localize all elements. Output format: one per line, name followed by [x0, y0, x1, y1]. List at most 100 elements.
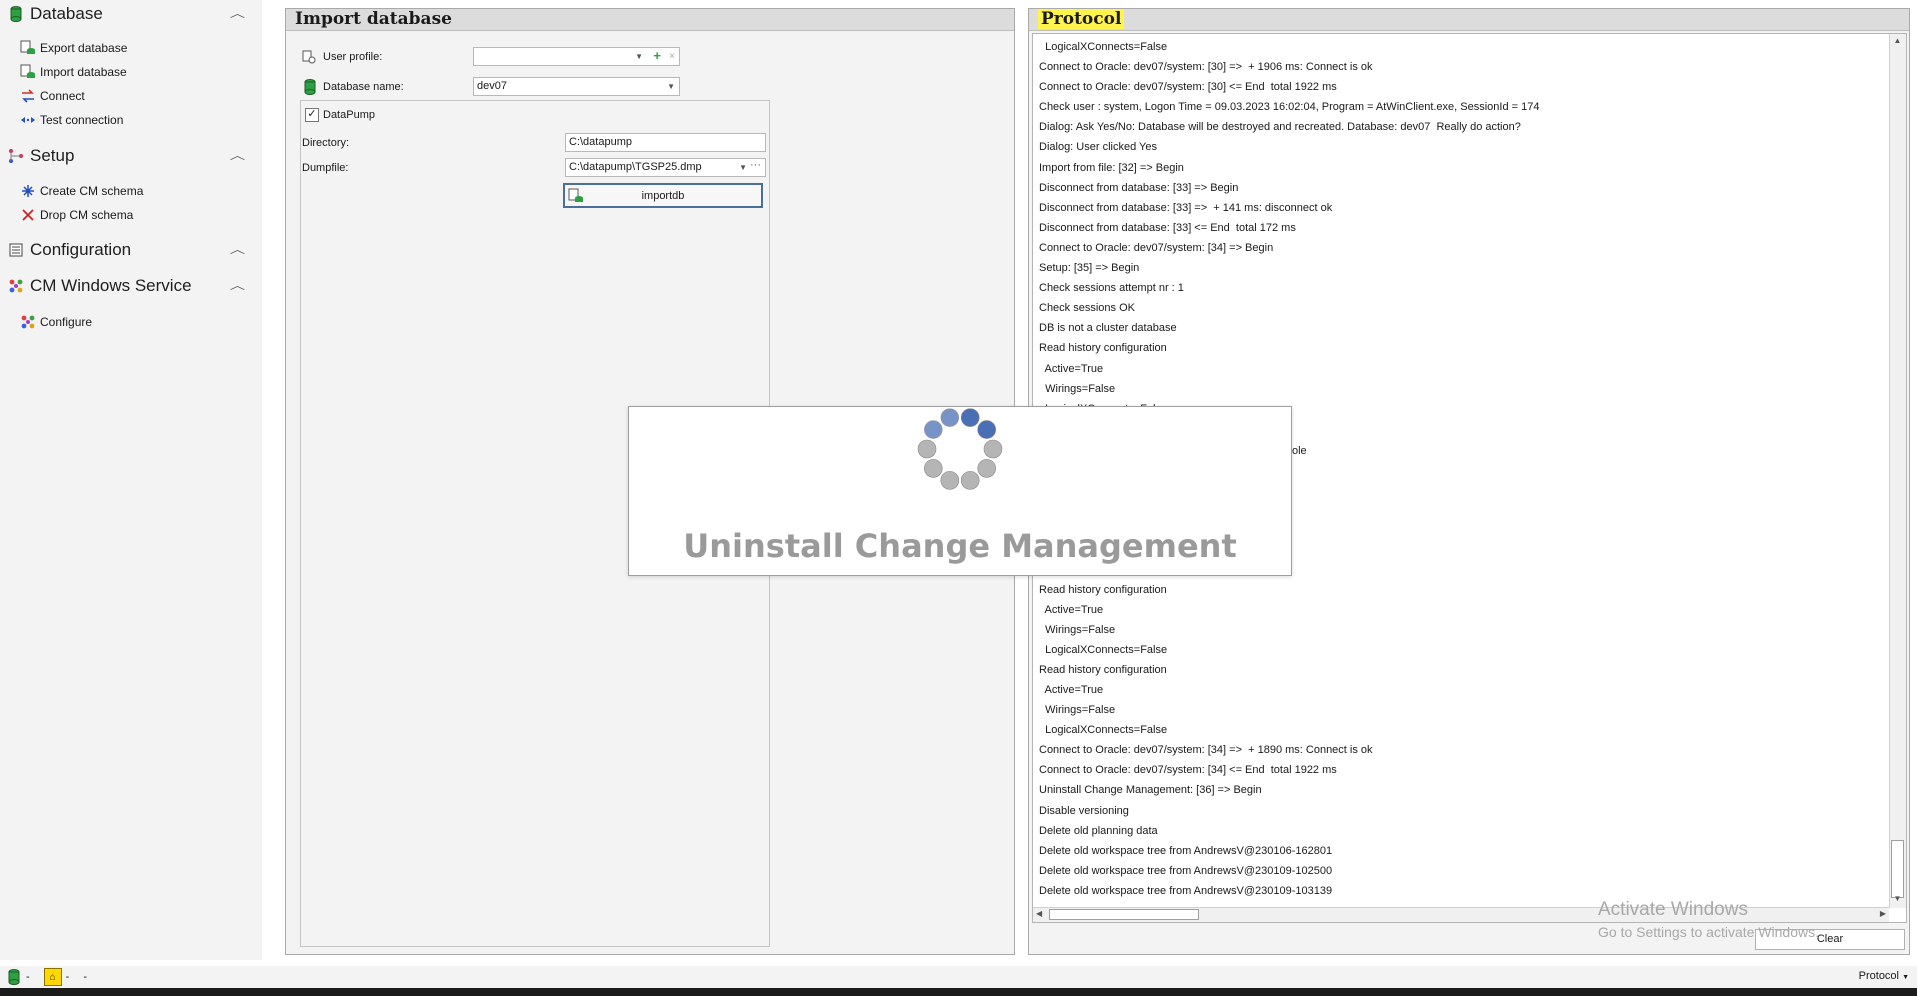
log-line: Uninstall Change Management: [36] => Beg…: [1039, 784, 1262, 797]
log-line: Connect to Oracle: dev07/system: [34] <=…: [1039, 764, 1337, 777]
log-line: Check sessions attempt nr : 1: [1039, 282, 1184, 295]
spinner-dot: [983, 439, 1003, 459]
export-database-icon: [20, 40, 36, 56]
horizontal-scroll-thumb[interactable]: [1049, 909, 1199, 920]
chevron-down-icon[interactable]: ▼: [739, 163, 747, 172]
log-line: Wirings=False: [1039, 704, 1116, 717]
sidebar-item-export-database[interactable]: Export database: [20, 39, 127, 57]
chevron-down-icon[interactable]: ▼: [635, 52, 643, 61]
log-line: Connect to Oracle: dev07/system: [34] =>…: [1039, 241, 1274, 254]
importdb-button[interactable]: importdb: [563, 183, 763, 208]
watermark-line1: Activate Windows: [1598, 899, 1748, 920]
sidebar-item-drop-cm-schema[interactable]: Drop CM schema: [20, 206, 133, 224]
lock-status-icon: ⌂: [43, 968, 62, 986]
log-line: LogicalXConnects=False: [1039, 643, 1168, 656]
horizontal-scrollbar[interactable]: ◀ ▶: [1033, 907, 1889, 922]
panel-title-import: Import database: [286, 9, 1014, 31]
sidebar-item-label: Create CM schema: [40, 184, 144, 198]
add-profile-icon[interactable]: +: [653, 48, 661, 63]
sidebar-item-label: Drop CM schema: [40, 208, 134, 222]
progress-title: Uninstall Change Management: [683, 527, 1237, 565]
clear-button[interactable]: Clear: [1755, 929, 1905, 950]
scroll-right-icon[interactable]: ▶: [1879, 909, 1886, 918]
database-icon: [302, 79, 318, 95]
log-line: Check user : system, Logon Time = 09.03.…: [1039, 101, 1540, 114]
spinner-dot: [924, 459, 943, 478]
sidebar-item-label: Export database: [40, 41, 128, 55]
database-name-label: Database name:: [323, 81, 404, 93]
group-configuration[interactable]: Configuration ︿: [8, 239, 253, 261]
scroll-left-icon[interactable]: ◀: [1036, 909, 1043, 918]
spinner-dot: [940, 471, 960, 490]
setup-icon: [8, 148, 24, 164]
log-line: Setup: [35] => Begin: [1039, 262, 1140, 275]
status-bar: - ⌂ - - Protocol ▼: [0, 966, 1917, 988]
group-database[interactable]: Database ︿: [8, 3, 253, 25]
user-profile-combo[interactable]: ▼ + ×: [473, 47, 680, 66]
scroll-down-icon[interactable]: ▼: [1893, 894, 1902, 903]
db-status-text: -: [26, 971, 30, 983]
log-line: Read history configuration: [1039, 663, 1167, 676]
lock-status-text: -: [65, 971, 70, 983]
connect-icon: [20, 88, 36, 104]
taskbar-edge: [0, 988, 1917, 996]
chevron-up-icon[interactable]: ︿: [229, 280, 246, 292]
user-profile-row: User profile:: [302, 47, 382, 67]
browse-ellipsis-icon[interactable]: ···: [750, 159, 761, 171]
watermark-line2: Go to Settings to activate Windows.: [1598, 924, 1819, 940]
remove-profile-icon[interactable]: ×: [669, 51, 675, 62]
sidebar-item-test-connection[interactable]: Test connection: [20, 111, 123, 129]
group-setup[interactable]: Setup ︿: [8, 145, 253, 167]
sidebar-item-label: Test connection: [40, 113, 124, 127]
log-line: DB is not a cluster database: [1039, 322, 1177, 335]
log-line: Read history configuration: [1039, 342, 1167, 355]
scroll-up-icon[interactable]: ▲: [1893, 36, 1902, 45]
extra-status-text: -: [83, 971, 88, 983]
datapump-checkbox[interactable]: ✓: [305, 108, 319, 122]
datapump-checkbox-row[interactable]: ✓ DataPump: [305, 105, 375, 125]
user-profile-icon: [302, 49, 318, 65]
directory-input[interactable]: C:\datapump: [565, 133, 766, 152]
vertical-scroll-thumb[interactable]: [1891, 840, 1904, 898]
group-title-database: Database: [30, 4, 103, 23]
group-title-setup: Setup: [30, 146, 75, 165]
create-schema-icon: [20, 183, 36, 199]
chevron-up-icon[interactable]: ︿: [229, 150, 246, 162]
dumpfile-row: Dumpfile:: [302, 158, 348, 178]
chevron-down-icon[interactable]: ▼: [667, 82, 675, 91]
log-line: Connect to Oracle: dev07/system: [30] =>…: [1039, 61, 1373, 74]
chevron-up-icon[interactable]: ︿: [229, 8, 246, 20]
import-database-icon: [20, 64, 36, 80]
log-line: Delete old workspace tree from AndrewsV@…: [1039, 844, 1333, 857]
vertical-scrollbar[interactable]: ▲ ▼: [1889, 34, 1906, 908]
sidebar-item-configure[interactable]: Configure: [20, 313, 92, 331]
log-line: Dialog: Ask Yes/No: Database will be des…: [1039, 121, 1521, 134]
log-line: Delete old planning data: [1039, 824, 1158, 837]
configure-icon: [20, 314, 36, 330]
database-name-value: dev07: [477, 80, 507, 92]
test-connection-icon: [20, 112, 36, 128]
chevron-up-icon[interactable]: ︿: [229, 244, 246, 256]
log-line: Dialog: User clicked Yes: [1039, 141, 1158, 154]
log-line: Read history configuration: [1039, 583, 1167, 596]
sidebar-item-connect[interactable]: Connect: [20, 87, 85, 105]
drop-schema-icon: [20, 207, 36, 223]
sidebar-item-label: Configure: [40, 315, 93, 329]
directory-row: Directory:: [302, 133, 349, 153]
chevron-down-icon: ▼: [1902, 974, 1909, 981]
sidebar-item-create-cm-schema[interactable]: Create CM schema: [20, 182, 143, 200]
database-name-combo[interactable]: dev07 ▼: [473, 77, 680, 96]
sidebar-item-import-database[interactable]: Import database: [20, 63, 127, 81]
protocol-menu-button[interactable]: Protocol ▼: [1859, 970, 1909, 982]
log-line: Delete old workspace tree from AndrewsV@…: [1039, 884, 1333, 897]
datapump-label: DataPump: [323, 109, 375, 121]
dumpfile-combo[interactable]: C:\datapump\TGSP25.dmp ▼ ···: [565, 158, 766, 177]
progress-dialog: Uninstall Change Management: [628, 406, 1292, 576]
loading-spinner-icon: [917, 408, 1003, 490]
group-cm-windows-service[interactable]: CM Windows Service ︿: [8, 275, 253, 297]
log-partial-text: ole: [1292, 445, 1307, 457]
database-name-row: Database name:: [302, 77, 404, 97]
importdb-button-label: importdb: [641, 189, 685, 202]
log-line: Connect to Oracle: dev07/system: [30] <=…: [1039, 81, 1337, 94]
